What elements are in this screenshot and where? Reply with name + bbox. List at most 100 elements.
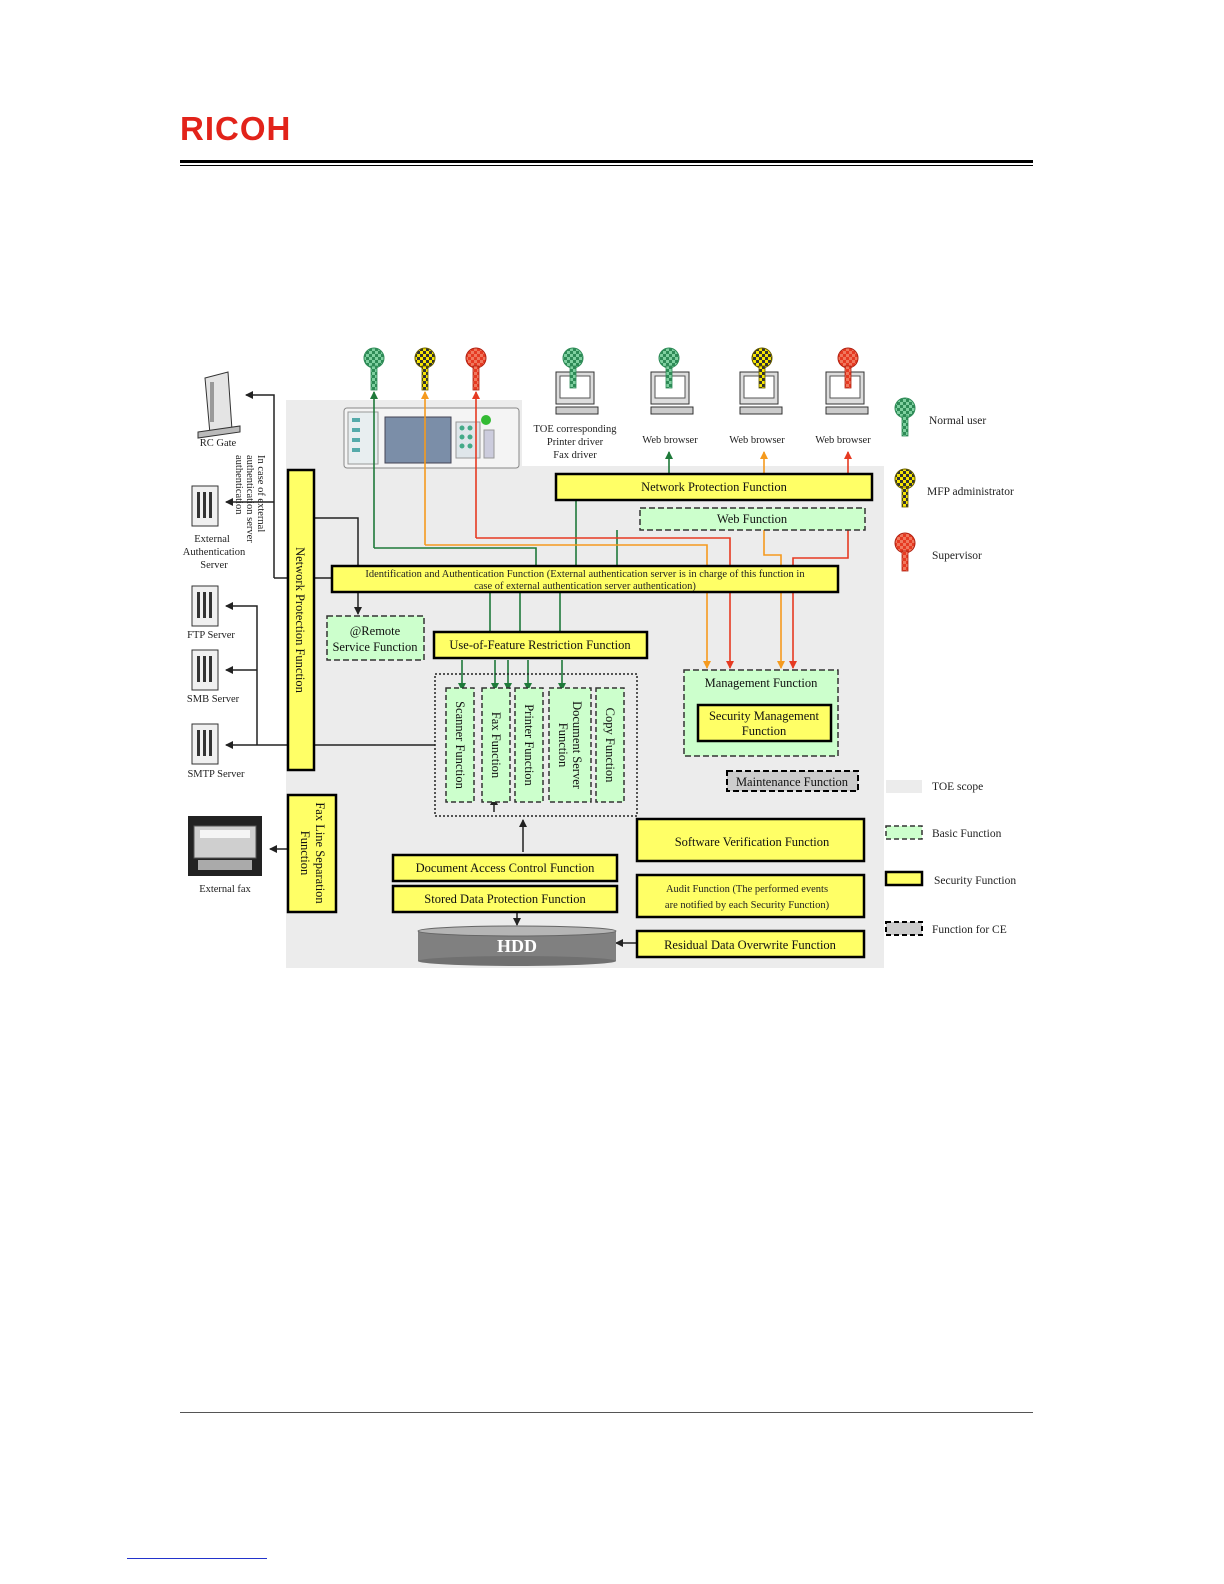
fax-function-box: [481, 687, 511, 803]
software-verification-box: [635, 817, 866, 863]
network-protection-top-box: [554, 472, 874, 502]
ext-auth-note: In case of external authentication serve…: [233, 455, 266, 543]
residual-data-overwrite-box: [635, 929, 866, 959]
security-management-label-1: Security Management: [709, 709, 820, 723]
external-auth-server-icon: [191, 485, 219, 527]
hdd-label: HDD: [497, 936, 537, 956]
use-of-feature-box: [432, 630, 649, 660]
legend-mfp-admin-key-icon: [894, 468, 916, 508]
maintenance-function-label: Maintenance Function: [736, 775, 849, 789]
external-auth-server-label-1: External: [194, 534, 230, 545]
stored-data-protection-box: [391, 884, 619, 914]
scanner-function-label: Scanner Function: [453, 701, 467, 790]
remote-service-label-2: Service Function: [332, 640, 418, 654]
toe-driver-pc-icon: [555, 347, 599, 415]
audit-function-label-1: Audit Function (The performed events: [666, 884, 828, 895]
legend-security-function: Security Function: [934, 875, 1016, 887]
identification-auth-label-1: Identification and Authentication Functi…: [365, 569, 805, 580]
printer-function-label: Printer Function: [522, 704, 536, 786]
network-protection-vertical-label: Network Protection Function: [293, 547, 307, 694]
external-auth-server-label-3: Server: [200, 560, 228, 571]
smb-server-icon: [191, 649, 219, 691]
web-function-label: Web Function: [717, 512, 788, 526]
legend-normal-user-key-icon: [894, 397, 916, 437]
web-browser-pc-icon-3: [825, 347, 869, 415]
normal-user-key-icon: [363, 347, 385, 391]
maintenance-function-box: [726, 770, 859, 792]
software-verification-label: Software Verification Function: [675, 835, 830, 849]
footer-link-underline: [127, 1558, 267, 1559]
external-fax-icon: [188, 816, 262, 876]
fax-line-separation-label-1: Fax Line Separation: [313, 802, 327, 904]
legend-supervisor: Supervisor: [932, 550, 982, 562]
external-fax-label: External fax: [199, 884, 251, 895]
smtp-server-label: SMTP Server: [187, 769, 245, 780]
residual-data-overwrite-label: Residual Data Overwrite Function: [664, 938, 837, 952]
header-rule-thin: [180, 165, 1033, 166]
web-browser-pc-icon-2: [739, 347, 783, 415]
fax-line-separation-box: [286, 793, 338, 914]
legend-mfp-admin: MFP administrator: [927, 486, 1014, 498]
toe-driver-label-2: Printer driver: [547, 437, 604, 448]
fax-line-separation-label-2: Function: [298, 831, 312, 876]
legend-supervisor-key-icon: [894, 532, 916, 572]
legend-function-for-ce-swatch: [885, 921, 923, 936]
use-of-feature-label: Use-of-Feature Restriction Function: [449, 638, 631, 652]
legend-basic-function-swatch: [885, 825, 923, 840]
external-auth-server-label-2: Authentication: [183, 547, 246, 558]
svg-text:authentication: authentication: [233, 455, 244, 515]
legend-security-function-swatch: [884, 870, 924, 887]
legend-toe-scope-swatch: [886, 780, 922, 793]
svg-text:In case of external: In case of external: [255, 455, 266, 532]
user-flow-lines: [370, 391, 852, 691]
ftp-server-icon: [191, 585, 219, 627]
header-rule: [180, 160, 1033, 163]
document-server-function-box: [548, 687, 592, 803]
document-server-function-label-1: Document Server: [570, 701, 584, 790]
smb-server-label: SMB Server: [187, 694, 240, 705]
identification-auth-label-2: case of external authentication server a…: [474, 581, 696, 592]
audit-function-box: [635, 873, 866, 919]
rc-gate-icon: [197, 371, 241, 439]
svg-text:authentication server: authentication server: [244, 455, 255, 543]
management-function-label: Management Function: [705, 676, 819, 690]
web-function-box: [639, 507, 866, 531]
web-browser-label-1: Web browser: [642, 435, 698, 446]
ftp-server-label: FTP Server: [187, 630, 235, 641]
legend-function-for-ce: Function for CE: [932, 924, 1007, 936]
document-access-control-label: Document Access Control Function: [416, 861, 596, 875]
fax-function-label: Fax Function: [489, 712, 503, 779]
remote-service-box: [326, 615, 425, 661]
toe-driver-label-1: TOE corresponding: [534, 424, 618, 435]
legend-normal-user: Normal user: [929, 415, 986, 427]
footer-rule: [180, 1412, 1033, 1413]
stored-data-protection-label: Stored Data Protection Function: [424, 892, 586, 906]
web-browser-label-3: Web browser: [815, 435, 871, 446]
copy-function-label: Copy Function: [603, 708, 617, 783]
network-protection-vertical-box: [286, 468, 316, 772]
rc-gate-label: RC Gate: [200, 438, 237, 449]
ricoh-logo: RICOH: [180, 110, 292, 147]
security-management-label-2: Function: [742, 724, 787, 738]
security-management-box: [696, 703, 833, 743]
basic-functions-group: [434, 673, 638, 817]
legend-basic-function: Basic Function: [932, 828, 1002, 840]
scanner-function-box: [445, 687, 475, 803]
document-server-function-label-2: Function: [556, 723, 570, 768]
toe-driver-label-3: Fax driver: [553, 450, 597, 461]
legend-toe-scope: TOE scope: [932, 781, 983, 793]
network-protection-top-label: Network Protection Function: [641, 480, 788, 494]
web-browser-pc-icon-1: [650, 347, 694, 415]
smtp-server-icon: [191, 723, 219, 765]
mfp-admin-key-icon: [414, 347, 436, 391]
copy-function-box: [595, 687, 625, 803]
document-access-control-box: [391, 853, 619, 883]
identification-auth-box: [330, 564, 840, 594]
audit-function-label-2: are notified by each Security Function): [665, 900, 830, 911]
hdd-icon: [417, 925, 617, 966]
remote-service-label-1: @Remote: [350, 624, 401, 638]
printer-function-box: [514, 687, 544, 803]
supervisor-key-icon: [465, 347, 487, 391]
web-browser-label-2: Web browser: [729, 435, 785, 446]
